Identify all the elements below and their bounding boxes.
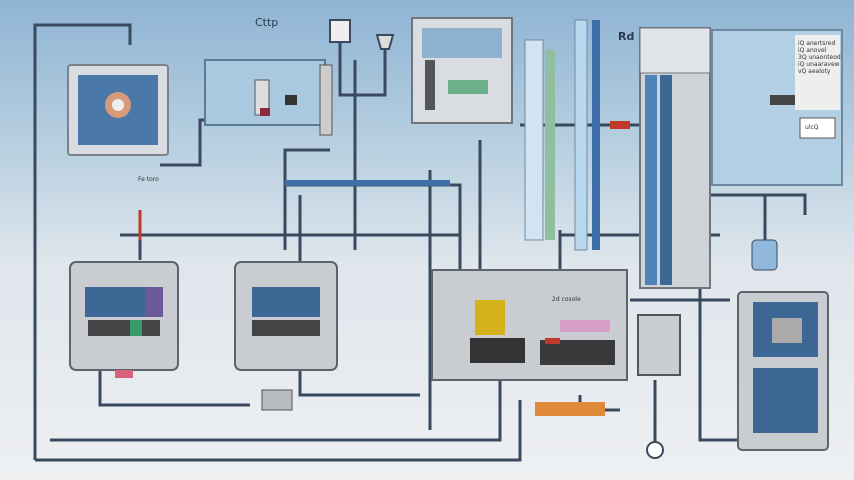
side-note: iQ unaaravew — [798, 61, 840, 68]
panel-label: 2d cosole — [552, 296, 581, 303]
control-unit-2 — [234, 261, 338, 411]
pipe — [338, 40, 387, 97]
subtitle-label: Rd — [618, 30, 635, 43]
header-note: Fe toro — [138, 176, 159, 183]
controller-top — [204, 59, 333, 136]
side-note: vQ aealoty — [798, 68, 831, 75]
right-cabinet — [737, 239, 829, 451]
pipe — [33, 23, 132, 460]
side-note: iQ anertsred — [798, 40, 836, 47]
pipe — [285, 183, 462, 270]
pipe — [710, 193, 807, 215]
title-label: Cttp — [255, 16, 279, 29]
control-unit-1 — [69, 261, 179, 378]
main-control-panel — [431, 269, 628, 416]
side-badge: ulcQ — [805, 124, 819, 131]
display-top-center — [411, 17, 513, 124]
gauge-top — [329, 19, 395, 50]
monitor-left — [67, 64, 169, 156]
pipe — [283, 148, 330, 250]
pipe — [98, 370, 250, 407]
side-note: iQ anovel — [798, 47, 827, 54]
tower — [637, 27, 711, 459]
pipe — [35, 400, 522, 462]
side-notes: iQ anertsred iQ anovel 3Q unaonteod iQ u… — [798, 40, 841, 75]
red-valve — [610, 121, 630, 129]
pipe — [698, 230, 740, 442]
pipe — [160, 118, 330, 167]
pipe — [50, 380, 502, 442]
spring-columns — [524, 19, 600, 251]
side-note: 3Q unaonteod — [798, 54, 841, 61]
right-info-panel — [711, 29, 843, 186]
